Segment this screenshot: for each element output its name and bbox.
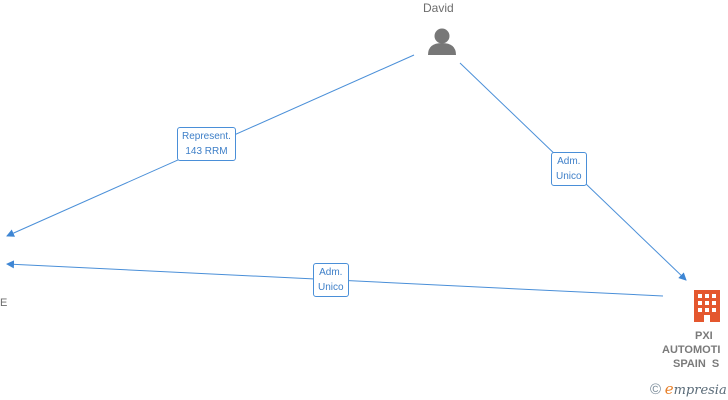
edge-label-adm-line-2: Unico (556, 171, 582, 182)
edge-label-represent[interactable]: Represent. 143 RRM (177, 127, 236, 161)
edge-label-adm-line-1: Adm. (557, 156, 581, 167)
copyright-symbol: © (650, 381, 662, 398)
empresia-logo: © empresia (650, 380, 727, 398)
edge-label-adm-unico-bottom[interactable]: Adm. Unico (313, 263, 349, 297)
edge-label-adm-bottom-line-1: Adm. (319, 267, 343, 278)
brand-initial: e (664, 380, 674, 398)
left-company-name-fragment[interactable]: E (0, 297, 8, 309)
brand-rest: mpresia (673, 383, 727, 398)
edge-label-represent-line-1: Represent. (182, 131, 231, 142)
pxi-name-line-2: AUTOMOTI (662, 344, 721, 356)
person-name[interactable]: David (423, 1, 454, 15)
pxi-name-line-1: PXI (695, 330, 713, 342)
pxi-name-line-3: SPAIN S (673, 358, 720, 370)
edge-label-represent-line-2: 143 RRM (185, 146, 228, 157)
pxi-company-name[interactable]: PXI AUTOMOTI SPAIN S (660, 329, 720, 371)
person-icon[interactable] (428, 28, 456, 56)
edge-label-adm-bottom-line-2: Unico (318, 282, 344, 293)
edge-label-adm-unico-right[interactable]: Adm. Unico (551, 152, 587, 186)
building-icon[interactable] (694, 290, 720, 322)
